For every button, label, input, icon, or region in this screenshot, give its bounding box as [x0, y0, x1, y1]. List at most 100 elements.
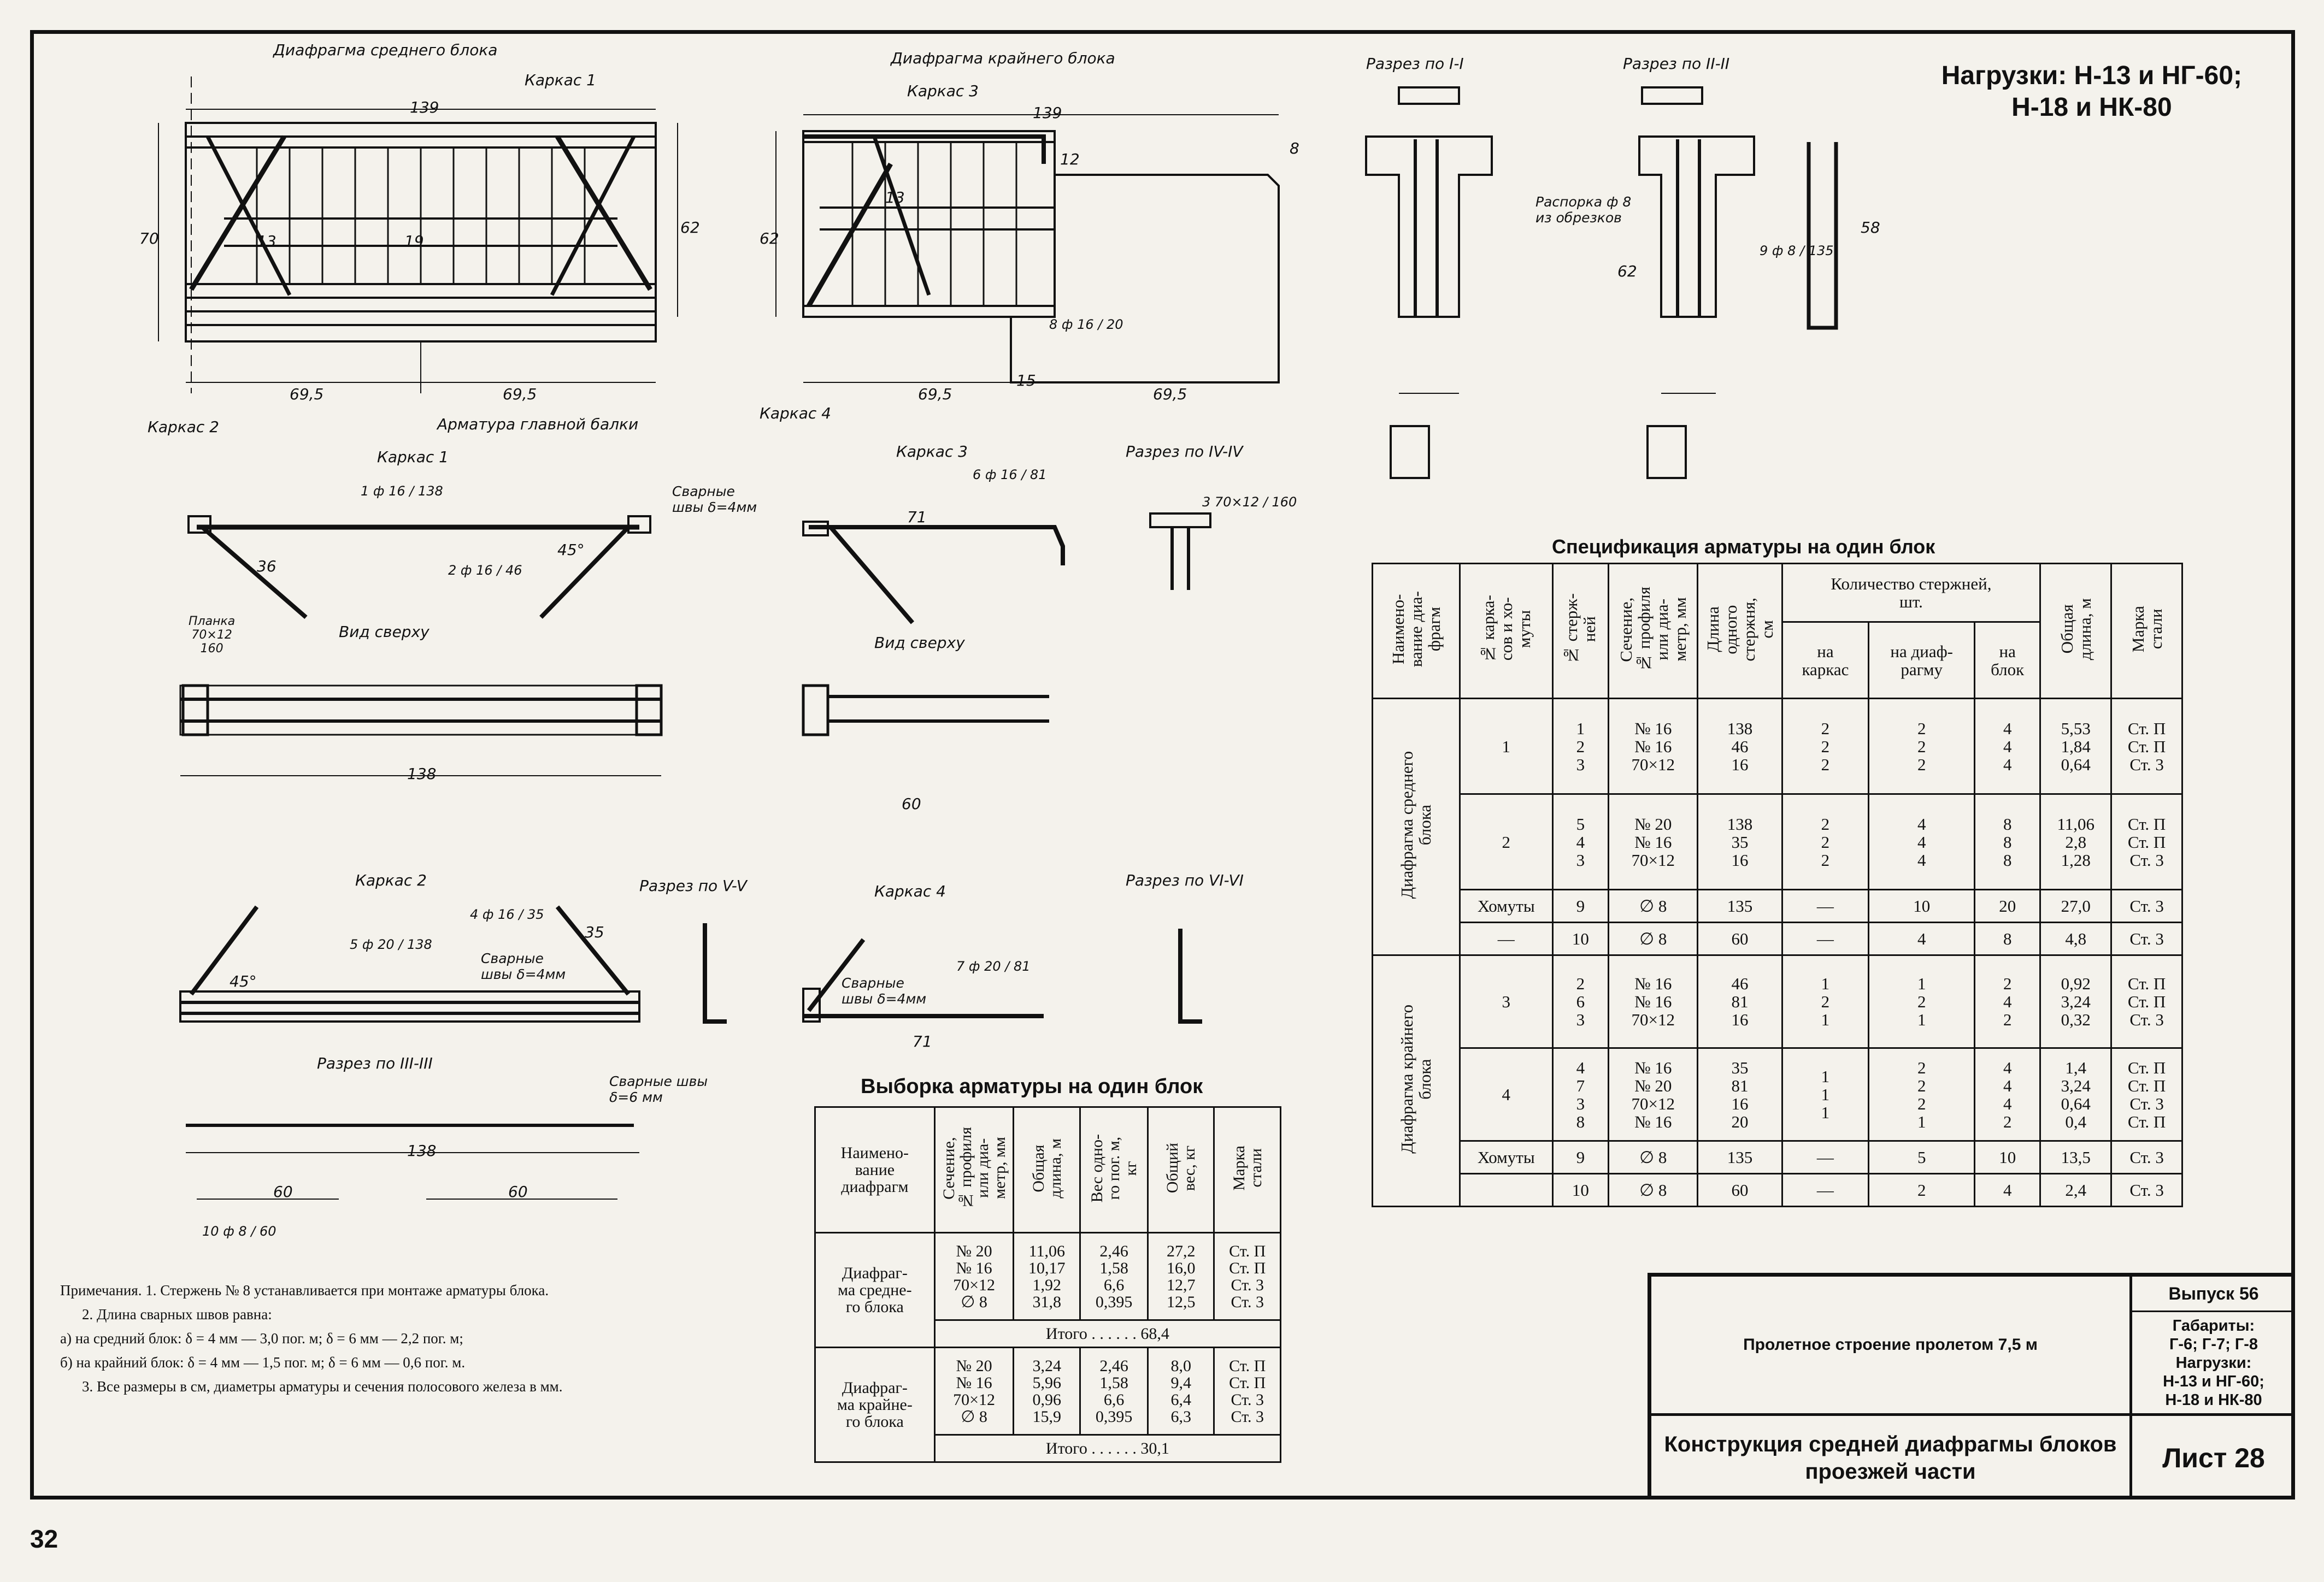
dim-8: 8 — [1290, 139, 1299, 157]
mark-3: 3 70×12 / 160 — [1202, 494, 1297, 510]
page-number: 32 — [30, 1525, 58, 1553]
spec-h-qty-frame: на каркас — [1781, 621, 1870, 699]
spec-cell-tl: 1,4 3,24 0,64 0,4 — [2039, 1047, 2113, 1142]
sel-total: Итого . . . . . . 68,4 — [933, 1319, 1282, 1348]
dim-15: 15 — [1016, 371, 1036, 389]
spec-cell-qd: 4 4 4 — [1868, 793, 1976, 890]
spec-cell-gr: Ст. П Ст. П Ст. 3 — [2110, 698, 2183, 795]
sel-h-grade: Марка стали — [1213, 1106, 1281, 1233]
mark-7: 7 ф 20 / 81 — [956, 959, 1031, 974]
spec-group-mid: Диафрагма среднего блока — [1372, 698, 1461, 956]
spec-cell-gr: Ст. 3 — [2110, 889, 2183, 923]
view-title-frame2: Каркас 2 — [355, 871, 427, 889]
spec-cell-len: 138 35 16 — [1697, 793, 1783, 890]
spec-row: Диафрагма среднего блока 1 1 2 3 № 16 № … — [1372, 698, 2183, 956]
dim-69-5-c: 69,5 — [918, 385, 952, 403]
sel-header-row: Наимено- вание диафрагм Сечение, № профи… — [814, 1106, 1281, 1233]
sel-total-row: Итого . . . . . . 30,1 — [815, 1434, 1282, 1463]
mark-9: 9 ф 8 / 135 — [1760, 243, 1834, 258]
note-line: Примечания. 1. Стержень № 8 устанавливае… — [60, 1282, 549, 1298]
spec-cell-qf: — — [1781, 1140, 1870, 1174]
view-title-frame3: Каркас 3 — [896, 442, 968, 461]
dim-36: 36 — [257, 557, 276, 575]
spec-cell-bars: 10 — [1551, 922, 1610, 956]
dim-69-5-d: 69,5 — [1153, 385, 1187, 403]
view-title-top-view-b: Вид сверху — [874, 634, 965, 652]
dim-60b: 60 — [273, 1183, 293, 1201]
spec-h-name: Наимено- вание диа- фрагм — [1372, 563, 1461, 699]
view-title-frame1: Каркас 1 — [377, 448, 449, 466]
frame-2-elevation — [179, 905, 640, 1200]
sel-cell-tw: 27,2 16,0 12,7 12,5 — [1146, 1232, 1215, 1321]
spec-row: Диафрагма крайнего блока 3 2 6 3 № 16 № … — [1372, 954, 2183, 1207]
spec-h-len: Длина одного стержня, см — [1697, 563, 1783, 699]
frame-1-elevation — [187, 515, 651, 619]
spec-cell-frame: 1 — [1458, 698, 1554, 795]
spec-cell-bars: 2 6 3 — [1551, 954, 1610, 1049]
spec-cell-len: 60 — [1697, 922, 1783, 956]
dim-69-5-a: 69,5 — [290, 385, 324, 403]
spec-cell-qb: 4 4 4 — [1974, 698, 2041, 795]
sections-1-2 — [1365, 86, 1838, 479]
spec-cell-qd: 1 2 1 — [1868, 954, 1976, 1049]
spec-cell-len: 138 46 16 — [1697, 698, 1783, 795]
spec-cell-qb: 4 — [1974, 1173, 2041, 1207]
view-title-section-5: Разрез по V-V — [639, 877, 747, 895]
spec-cell-sec: № 16 № 20 70×12 № 16 — [1608, 1047, 1699, 1142]
drawing-sheet-border — [30, 30, 2295, 1500]
view-title-edge-diaphragm: Диафрагма крайнего блока — [891, 49, 1115, 67]
load-title: Нагрузки: Н-13 и НГ-60; Н-18 и НК-80 — [1941, 60, 2242, 123]
title-block-sheet: Лист 28 — [2162, 1442, 2265, 1473]
spec-cell-qb: 8 8 8 — [1974, 793, 2041, 890]
dim-139: 139 — [410, 98, 439, 116]
callout-plate: Планка 70×12 160 — [189, 615, 236, 656]
spec-h-section: Сечение, № профиля или диа- метр, мм — [1608, 563, 1699, 699]
dim-69-5-b: 69,5 — [503, 385, 537, 403]
view-title-mid-diaphragm: Диафрагма среднего блока — [273, 41, 498, 59]
view-title-top-view-a: Вид сверху — [339, 623, 430, 641]
spec-group-edge: Диафрагма крайнего блока — [1372, 954, 1461, 1207]
spec-h-frame: № карка- сов и хо- муты — [1458, 563, 1554, 699]
dim-62: 62 — [680, 219, 700, 237]
spec-cell-sec: ∅ 8 — [1608, 1173, 1699, 1207]
spec-cell-bars: 9 — [1551, 1140, 1610, 1174]
spec-table: Наимено- вание диа- фрагм № карка- сов и… — [1372, 563, 2183, 1207]
spec-cell-frame: 2 — [1458, 793, 1554, 890]
sel-cell-name: Диафраг- ма крайне- го блока — [814, 1347, 936, 1463]
mark-8: 8 ф 16 / 20 — [1049, 317, 1123, 332]
callout-karkas3: Каркас 3 — [907, 82, 979, 100]
spec-cell-qf: — — [1781, 1173, 1870, 1207]
spec-header-row-1: Наимено- вание диа- фрагм № карка- сов и… — [1372, 563, 2183, 699]
dim-13: 13 — [257, 232, 276, 250]
spec-cell-qf: 2 2 2 — [1781, 793, 1870, 890]
title-block-title: Конструкция средней диафрагмы блоков про… — [1651, 1416, 2132, 1500]
title-block: Пролетное строение пролетом 7,5 м Выпуск… — [1648, 1273, 2295, 1500]
spec-cell-gr: Ст. 3 — [2110, 1140, 2183, 1174]
spec-cell-qd: 10 — [1868, 889, 1976, 923]
dim-60: 60 — [902, 795, 921, 813]
spec-cell-frame: — — [1458, 922, 1554, 956]
dim-13b: 13 — [885, 188, 905, 206]
sel-h-name: Наимено- вание диафрагм — [814, 1106, 936, 1233]
callout-main-beam-rebar: Арматура главной балки — [437, 415, 639, 433]
frame-3-elevation — [802, 521, 1065, 736]
spec-cell-len: 35 81 16 20 — [1697, 1047, 1783, 1142]
note-line: а) на средний блок: δ = 4 мм — 3,0 пог. … — [60, 1330, 463, 1347]
spec-cell-tl: 2,4 — [2039, 1173, 2113, 1207]
edge-diaphragm-elevation — [775, 114, 1280, 383]
callout-weld-6: Сварные швы δ=6 мм — [609, 1073, 708, 1105]
sel-row: Диафраг- ма крайне- го блока № 20 № 16 7… — [814, 1347, 1281, 1463]
load-title-line-1: Нагрузки: Н-13 и НГ-60; — [1941, 61, 2242, 90]
spec-cell-qd: 2 2 2 1 — [1868, 1047, 1976, 1142]
spec-cell-gr: Ст. 3 — [2110, 1173, 2183, 1207]
spec-cell-bars: 5 4 3 — [1551, 793, 1610, 890]
spec-h-qty-block: на блок — [1974, 621, 2041, 699]
spec-cell-tl: 13,5 — [2039, 1140, 2113, 1174]
mark-1: 1 ф 16 / 138 — [361, 483, 443, 499]
sel-h-total-len: Общая длина, м — [1013, 1106, 1081, 1233]
dim-71: 71 — [907, 508, 927, 526]
callout-weld-4b: Сварные швы δ=4мм — [481, 951, 566, 982]
view-title-section-2: Разрез по II-II — [1623, 55, 1730, 73]
spec-cell-tl: 0,92 3,24 0,32 — [2039, 954, 2113, 1049]
spec-cell-qf: — — [1781, 889, 1870, 923]
